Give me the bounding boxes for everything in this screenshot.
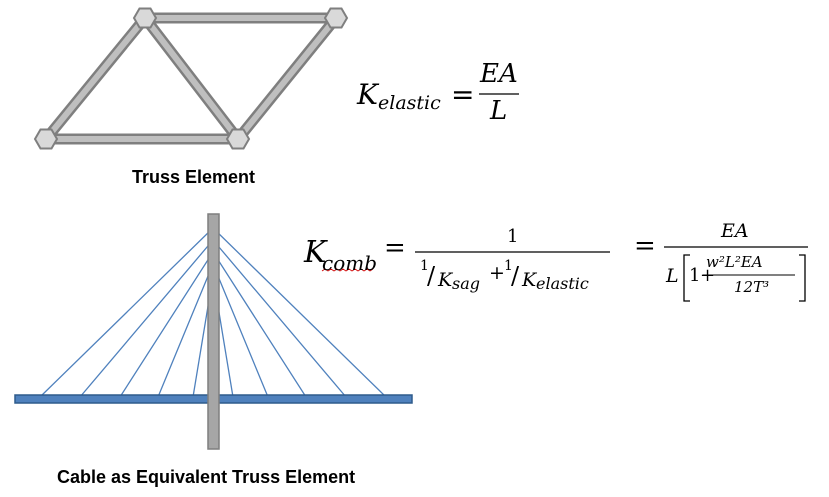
frac2-den-l: L [666, 265, 679, 287]
truss-member-right-diagonal [232, 12, 342, 145]
k-subscript-elastic: elastic [378, 92, 441, 114]
cable-truss-caption: Cable as Equivalent Truss Element [57, 467, 356, 487]
frac1-den-b-k: K [522, 269, 537, 291]
elastic-numerator: EA [480, 59, 518, 89]
truss-node-top-right [323, 7, 349, 29]
frac1-numerator: 1 [507, 226, 519, 247]
truss-node-bottom-left [33, 128, 59, 150]
frac1-den-a-slash: / [427, 262, 436, 290]
frac1-den-a-sub: sag [452, 274, 480, 293]
elastic-denominator: L [490, 96, 508, 126]
truss-member-left-diagonal [40, 12, 151, 145]
frac1-den-b-num: 1 [504, 258, 513, 274]
right-bracket [799, 254, 806, 302]
stay-cable [212, 263, 269, 398]
frac1-den-plus: + [489, 262, 505, 284]
truss-element-caption: Truss Element [132, 167, 256, 187]
frac2-numerator: EA [721, 220, 749, 242]
truss-node-bottom-right [225, 128, 251, 150]
stay-cable [119, 251, 214, 398]
frac1-den-a-k: K [438, 269, 453, 291]
inner-denominator: 12T³ [734, 278, 770, 296]
pylon-tower [207, 213, 220, 450]
truss-element-drawing [33, 7, 349, 150]
stay-cable [39, 227, 214, 398]
frac1-den-a-num: 1 [420, 258, 429, 274]
k-symbol: K [357, 78, 378, 111]
frac2-den-one: 1 [689, 265, 701, 286]
inner-numerator: w²L²EA [706, 253, 763, 271]
truss-node-top-left [132, 7, 158, 29]
stay-cable [212, 251, 307, 398]
stay-cable [212, 227, 387, 398]
left-bracket [683, 254, 690, 302]
equals-sign: = [451, 78, 475, 111]
frac2-den-plus: + [700, 265, 716, 286]
spellcheck-squiggle [321, 268, 374, 272]
kcomb-subscript: comb [322, 251, 378, 275]
equals-sign-2: = [634, 231, 656, 261]
equals-sign-1: = [384, 233, 406, 263]
frac1-den-b-sub: elastic [536, 274, 589, 293]
stay-cable [157, 263, 214, 398]
frac1-den-b-slash: / [511, 262, 520, 290]
stay-cable [79, 239, 214, 398]
truss-member-center-diagonal [139, 12, 244, 145]
stay-cable [212, 239, 347, 398]
kcomb-symbol: K [304, 235, 327, 270]
cable-stayed-drawing [14, 213, 413, 450]
